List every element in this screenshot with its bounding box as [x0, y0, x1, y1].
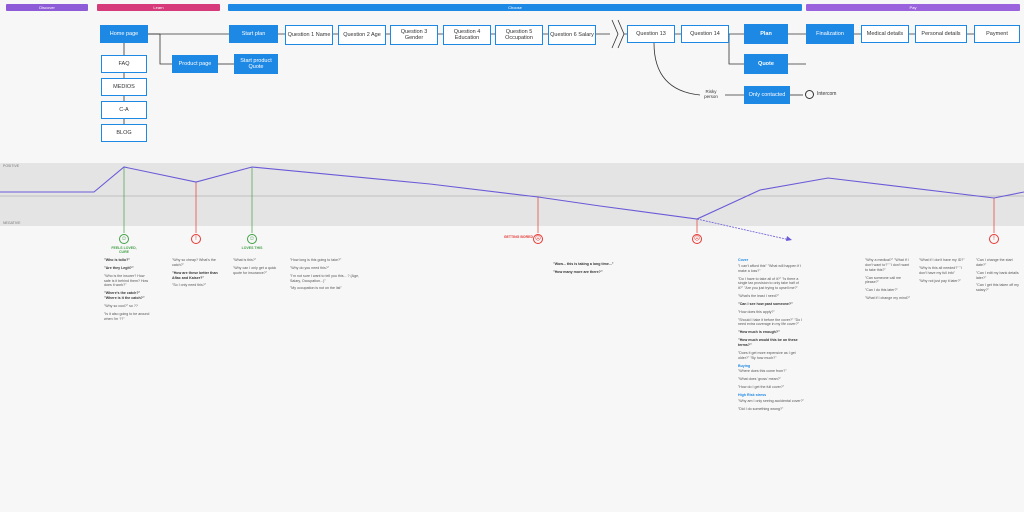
notes-medical: "Why a medical?" "What if I don't want t…	[865, 258, 911, 301]
question-1-node[interactable]: Question 1 Name	[285, 25, 333, 45]
notes-questions: "How long is this going to take?" "Why d…	[290, 258, 360, 291]
emotion-curve	[0, 166, 1024, 220]
menu-blog-node[interactable]: BLOG	[101, 124, 147, 142]
sad-face-icon: ☹	[533, 234, 543, 244]
product-page-node[interactable]: Product page	[172, 55, 218, 73]
connector	[159, 34, 172, 65]
phase-pay: Pay	[806, 4, 1020, 11]
quote-node[interactable]: Quote	[744, 54, 788, 74]
notes-personal: "What if I don't have my ID?" "Why is th…	[919, 258, 965, 283]
connector	[728, 34, 744, 65]
question-5-node[interactable]: Question 5 Occupation	[495, 25, 543, 45]
emotion-label: LOVES THIS	[241, 246, 263, 250]
question-4-node[interactable]: Question 4 Education	[443, 25, 491, 45]
break-mark	[611, 19, 625, 49]
plan-node[interactable]: Plan	[744, 24, 788, 44]
notes-later-questions: "Wow... this is taking a long time..." "…	[553, 262, 614, 274]
connector	[653, 42, 701, 96]
emotion-label: GETTING BORED	[503, 235, 533, 239]
intercom-label: Intercom	[817, 91, 837, 98]
band-negative-label: NEGATIVE	[3, 221, 21, 225]
question-14-node[interactable]: Question 14	[681, 25, 729, 43]
happy-face-icon: ☺	[119, 234, 129, 244]
menu-ca-node[interactable]: C-A	[101, 101, 147, 119]
phase-choose: Choose	[228, 4, 802, 11]
medical-details-node[interactable]: Medical details	[861, 25, 909, 43]
menu-faq-node[interactable]: FAQ	[101, 55, 147, 73]
sad-face-icon: ☹	[692, 234, 702, 244]
notes-home: "Who is tollo?" "Are they Legit?" "Who i…	[104, 258, 150, 321]
notes-payment: "Can I change the start date?" "Can I ed…	[976, 258, 1019, 293]
personal-details-node[interactable]: Personal details	[915, 25, 967, 43]
question-2-node[interactable]: Question 2 Age	[338, 25, 386, 45]
happy-face-icon: ☺	[247, 234, 257, 244]
alert-face-icon: !	[191, 234, 201, 244]
payment-node[interactable]: Payment	[974, 25, 1020, 43]
emotion-label: FEELS LOVED, CURE	[111, 246, 137, 254]
menu-medios-node[interactable]: MEDIOS	[101, 78, 147, 96]
question-6-node[interactable]: Question 6 Salary	[548, 25, 596, 45]
home-page-node[interactable]: Home page	[100, 25, 148, 43]
emotion-branch	[696, 218, 791, 241]
notes-start: "What is this?" "Why can I only get a qu…	[233, 258, 277, 275]
only-contacted-node[interactable]: Only contacted	[744, 86, 790, 104]
notes-plan: Cover "I can't afford this" "What will h…	[738, 258, 804, 411]
emotion-arrow	[786, 236, 792, 241]
finalization-node[interactable]: Finalization	[806, 24, 854, 44]
risky-person-label: Risky person	[704, 89, 718, 99]
emotion-band	[0, 163, 1024, 226]
start-plan-node[interactable]: Start plan	[229, 25, 278, 43]
intercom-icon	[805, 90, 814, 99]
phase-discover: Discover	[6, 4, 88, 11]
band-positive-label: POSITIVE	[3, 164, 20, 168]
start-quote-node[interactable]: Start product Quote	[234, 54, 278, 74]
phase-learn: Learn	[97, 4, 220, 11]
notes-product: "Why so cheap? What's the catch?" "How a…	[172, 258, 218, 288]
question-3-node[interactable]: Question 3 Gender	[390, 25, 438, 45]
alert-face-icon: !	[989, 234, 999, 244]
question-13-node[interactable]: Question 13	[627, 25, 675, 43]
